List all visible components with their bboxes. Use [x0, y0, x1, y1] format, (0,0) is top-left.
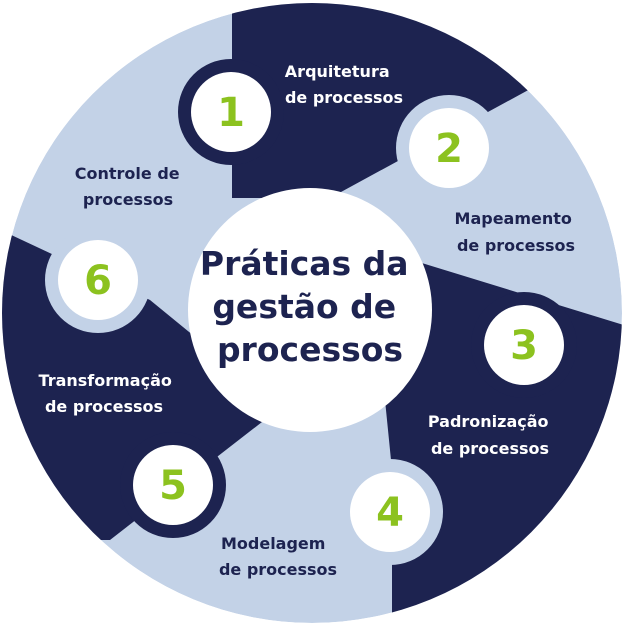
badge-circle-1: [191, 72, 271, 152]
badge-number-3: 3: [510, 323, 538, 369]
number-badge-3: 3: [484, 305, 564, 385]
label-mapeamento: Mapeamento de processos: [455, 209, 578, 255]
label-padronizacao: Padronização de processos: [428, 412, 554, 458]
label-transformacao-line-2: de processos: [45, 397, 163, 416]
label-controle: Controle de processos: [75, 164, 185, 209]
badge-number-6: 6: [84, 258, 112, 304]
badge-number-1: 1: [217, 90, 245, 136]
badge-number-5: 5: [159, 463, 187, 509]
label-modelagem-line-1: Modelagem: [221, 534, 325, 553]
center-circle: [188, 188, 432, 432]
label-transformacao: Transformação de processos: [39, 371, 178, 416]
label-arquitetura: Arquitetura de processos: [285, 62, 403, 107]
center-title-line-1: Práticas da: [200, 244, 409, 283]
label-controle-line-1: Controle de: [75, 164, 180, 183]
label-padronizacao-line-1: Padronização: [428, 412, 549, 431]
badge-number-4: 4: [376, 490, 404, 536]
number-badge-5: 5: [133, 445, 213, 525]
label-mapeamento-line-2: de processos: [457, 236, 575, 255]
badge-circle-6: [58, 240, 138, 320]
badge-circle-2: [409, 108, 489, 188]
segment-arquitetura: [232, 3, 532, 198]
label-mapeamento-line-1: Mapeamento: [455, 209, 572, 228]
badge-circle-5: [133, 445, 213, 525]
center-title: Práticas da gestão de processos: [200, 244, 420, 369]
label-padronizacao-line-2: de processos: [431, 439, 549, 458]
label-modelagem: Modelagem de processos: [219, 534, 337, 579]
center-title-line-2: gestão de: [212, 287, 396, 326]
number-badge-4: 4: [350, 472, 430, 552]
badge-circle-4: [350, 472, 430, 552]
badge-number-2: 2: [435, 126, 463, 172]
label-modelagem-line-2: de processos: [219, 560, 337, 579]
number-badge-2: 2: [409, 108, 489, 188]
label-controle-line-2: processos: [83, 190, 173, 209]
center-title-line-3: processos: [217, 330, 403, 369]
label-transformacao-line-1: Transformação: [39, 371, 172, 390]
number-badge-1: 1: [191, 72, 271, 152]
badge-circle-3: [484, 305, 564, 385]
number-badge-6: 6: [58, 240, 138, 320]
label-arquitetura-line-2: de processos: [285, 88, 403, 107]
label-arquitetura-line-1: Arquitetura: [285, 62, 390, 81]
